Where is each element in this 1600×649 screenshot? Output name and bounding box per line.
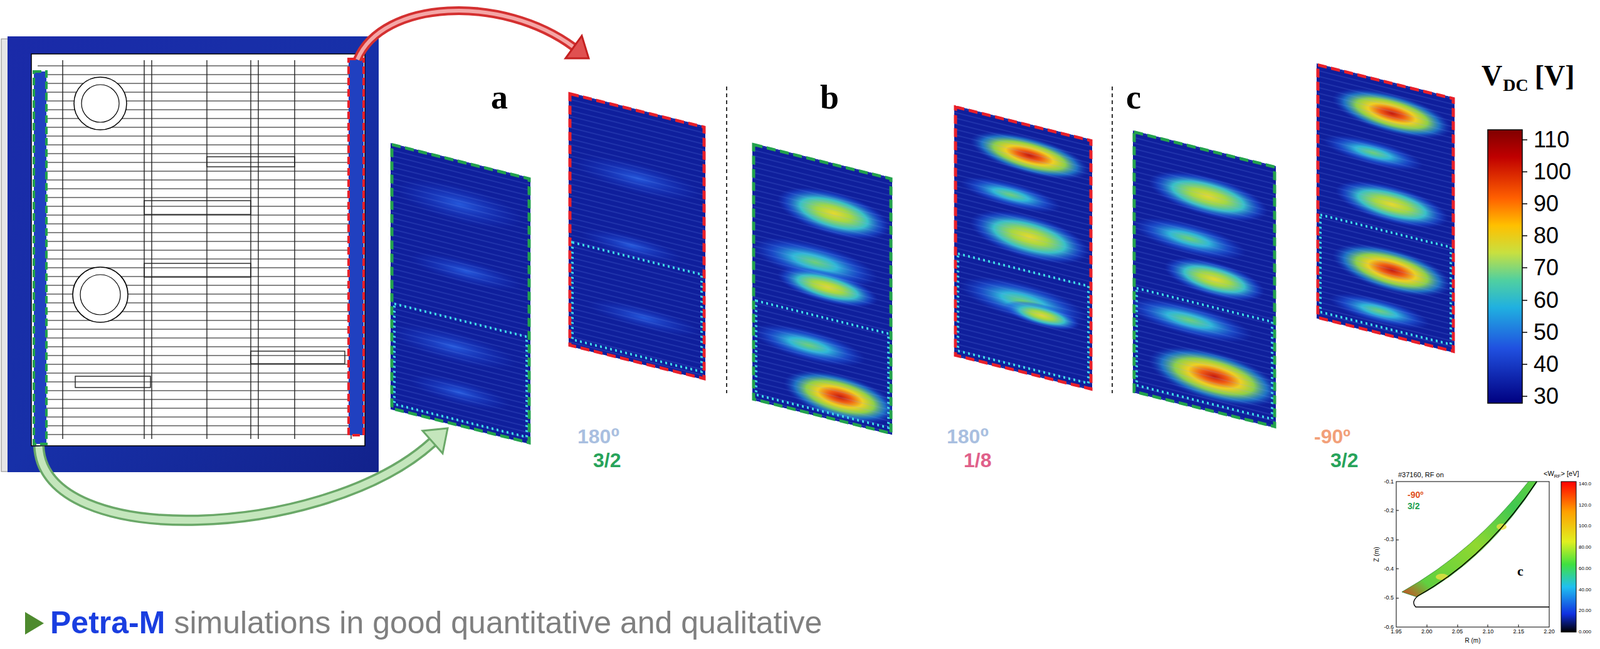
axis-tick: -0.2 <box>1383 507 1394 514</box>
axis-tick: 2.15 <box>1512 628 1525 635</box>
phase-label: 180⁰ <box>946 426 989 447</box>
code-name: Petra-M <box>50 606 165 639</box>
colorbar-unit: [V] <box>1534 61 1575 91</box>
heatmap-panel <box>1126 129 1281 430</box>
axis-tick: -0.4 <box>1383 566 1394 572</box>
inset-colorbar-tick: 120.0 <box>1578 502 1592 508</box>
axis-tick: 2.05 <box>1452 628 1464 635</box>
inset-letter: c <box>1517 564 1524 579</box>
inset-colorbar-unit: > [eV] <box>1560 470 1579 478</box>
heatmap-panel <box>954 105 1093 391</box>
axis-tick: 2.10 <box>1482 628 1495 635</box>
axis-title: R (m) <box>1465 637 1481 644</box>
heatmap-panel <box>752 142 897 436</box>
inset-colorbar-tick: 140.0 <box>1578 481 1592 487</box>
colorbar-title: V <box>1481 61 1503 91</box>
power-ratio-label: 3/2 <box>1330 450 1358 471</box>
colorbar-title-subscript: DC <box>1502 76 1528 95</box>
axis-tick: -0.1 <box>1383 478 1394 485</box>
heatmap-panel <box>1316 63 1455 353</box>
colorbar-tick: 110 <box>1533 128 1570 152</box>
inset-colorbar-tick: 80.00 <box>1578 544 1592 550</box>
separator <box>1111 86 1113 394</box>
heatmap-panel <box>568 92 706 380</box>
inset-colorbar-tick: 40.00 <box>1578 587 1592 593</box>
panel-letter: c <box>1126 80 1142 115</box>
axis-tick: 1.95 <box>1390 628 1402 635</box>
phase-label: -90º <box>1314 426 1351 447</box>
summary-text: simulations in good quantitative and qua… <box>173 606 822 639</box>
axis-title: Z (m) <box>1373 546 1380 562</box>
inset-phase-label: -90º <box>1407 490 1424 500</box>
power-ratio-label: 3/2 <box>593 450 621 471</box>
colorbar-tick: 60 <box>1533 289 1559 312</box>
panel-letter: b <box>820 80 839 115</box>
inset-colorbar-subscript: RF <box>1554 473 1562 479</box>
colorbar-tick: 70 <box>1533 256 1559 279</box>
colorbar-tick: 90 <box>1533 192 1559 216</box>
inset-colorbar-tick: 100.0 <box>1578 523 1592 529</box>
colorbar-tick: 30 <box>1533 384 1559 408</box>
inset-title: #37160, RF on <box>1398 471 1444 479</box>
inset-colorbar-tick: 0.000 <box>1578 629 1592 635</box>
axis-tick: -0.3 <box>1383 536 1394 543</box>
bullet-triangle <box>25 611 44 635</box>
heatmap-panel <box>390 142 531 445</box>
colorbar-tick: 100 <box>1533 160 1572 184</box>
colorbar-tick: 80 <box>1533 224 1559 248</box>
separator <box>726 86 728 394</box>
inset-ratio-label: 3/2 <box>1407 501 1420 511</box>
colorbar-tick: 40 <box>1533 352 1559 376</box>
axis-tick: -0.5 <box>1383 594 1394 601</box>
green-arrow <box>38 428 448 521</box>
inset-colorbar-tick: 60.00 <box>1578 566 1592 572</box>
axis-tick: 2.20 <box>1543 628 1555 635</box>
red-arrow <box>357 10 589 60</box>
power-ratio-label: 1/8 <box>963 450 992 471</box>
colorbar <box>1487 129 1528 404</box>
axis-tick: 2.00 <box>1421 628 1433 635</box>
antenna-cad <box>1 36 379 473</box>
inset-colorbar-tick: 20.00 <box>1578 608 1592 614</box>
colorbar-tick: 50 <box>1533 321 1559 344</box>
phase-label: 180⁰ <box>577 426 620 447</box>
inset-plot <box>1396 481 1577 632</box>
panel-letter: a <box>490 80 508 115</box>
inset-colorbar-title: <W <box>1543 470 1555 478</box>
